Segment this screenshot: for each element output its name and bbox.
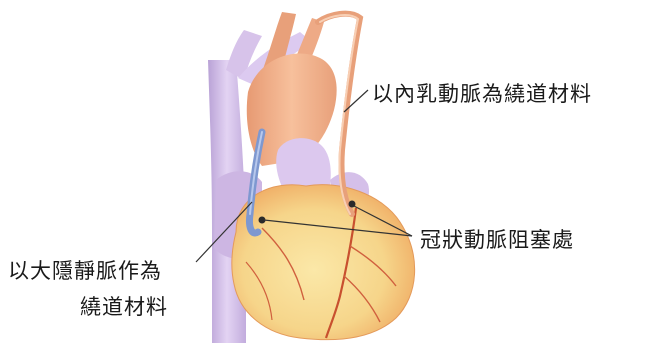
label-saphenous-vein-line2: 繞道材料 bbox=[80, 291, 168, 321]
heart-ventricles bbox=[232, 185, 415, 340]
label-coronary-occlusion: 冠狀動脈阻塞處 bbox=[420, 224, 574, 254]
label-internal-mammary-graft: 以內乳動脈為繞道材料 bbox=[372, 78, 592, 108]
label-saphenous-vein-line1: 以大隱靜脈作為 bbox=[8, 255, 162, 285]
